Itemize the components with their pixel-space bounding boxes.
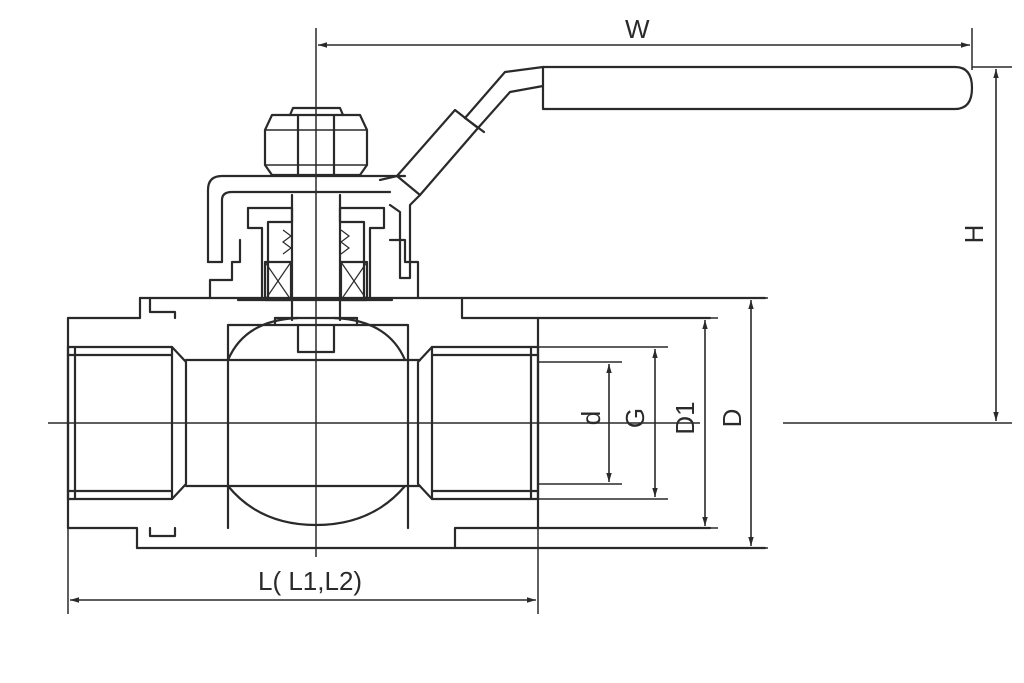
lever-handle [378, 65, 974, 280]
extension-lines [67, 28, 1012, 614]
dimension-labels: W H d G D1 D L( L1,L2) [258, 14, 989, 596]
stop-plate [206, 174, 407, 264]
dimension-lines [70, 42, 999, 603]
label-g: G [620, 408, 650, 428]
label-w: W [625, 14, 650, 44]
center-lines [48, 28, 1012, 557]
stem-nut [263, 106, 369, 177]
label-h: H [959, 225, 989, 244]
label-d1: D1 [670, 401, 700, 434]
label-big-d: D [717, 409, 747, 428]
label-l: L( L1,L2) [258, 566, 362, 596]
left-thread [66, 345, 188, 501]
ball [184, 316, 422, 527]
packing-gland [208, 193, 420, 322]
right-thread [416, 345, 540, 501]
valve-body [66, 296, 767, 550]
label-d: d [576, 411, 606, 425]
